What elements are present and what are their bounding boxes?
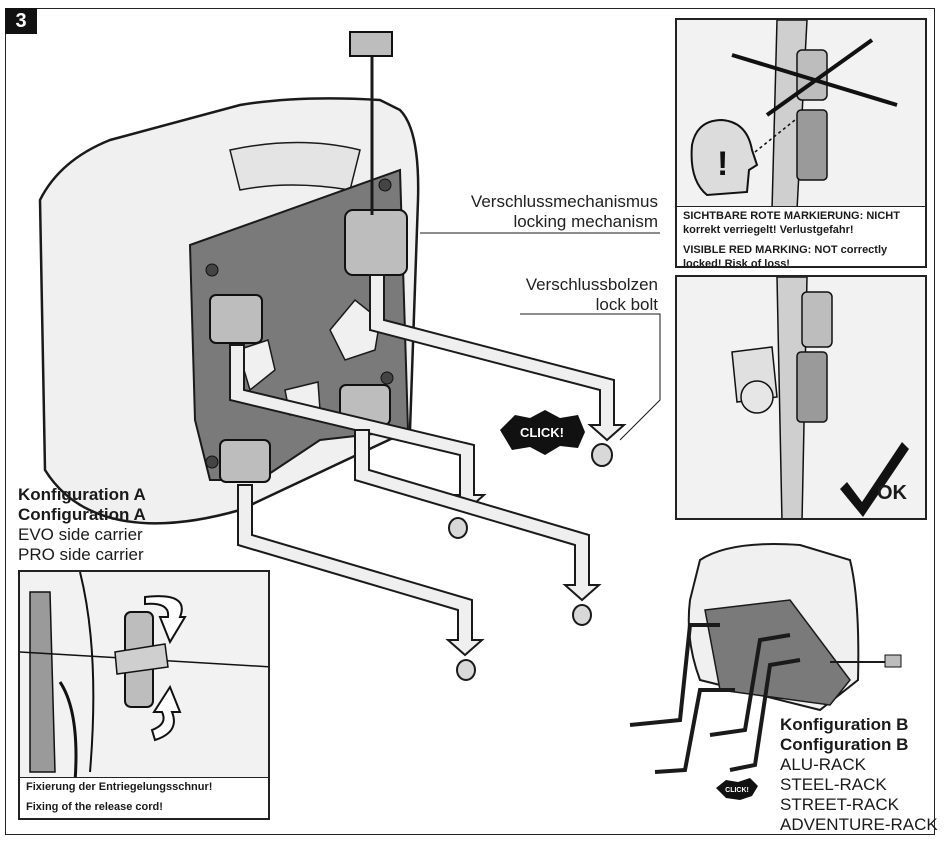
- config-b-block: Konfiguration B Configuration B ALU-RACK…: [780, 715, 938, 835]
- checkmark-icon: [840, 442, 909, 517]
- cord-panel: Fixierung der Entriegelungsschnur! Fixin…: [18, 570, 270, 820]
- lock-bolts: [448, 443, 613, 681]
- warning-text-en: VISIBLE RED MARKING: NOT correctly locke…: [683, 244, 888, 268]
- locking-label-de: Verschlussmechanismus: [470, 192, 658, 211]
- warning-illustration: !: [690, 20, 898, 211]
- config-a-title-de: Konfiguration A: [18, 485, 146, 504]
- curved-arrow-icon: [150, 684, 182, 742]
- warning-panel: ! SICHTBARE ROTE MARKIERUNG: NICHT korre…: [675, 18, 927, 268]
- click-burst: CLICK!: [500, 410, 585, 455]
- step-number: 3: [5, 8, 37, 34]
- release-cord: [349, 31, 393, 215]
- config-b-item: ADVENTURE-RACK: [780, 815, 938, 834]
- ok-label: OK: [877, 482, 907, 504]
- cross-line: [765, 38, 874, 117]
- diagram-frame: [5, 8, 935, 835]
- click-text-small: CLICK!: [725, 787, 749, 794]
- config-b-illustration: [629, 543, 902, 774]
- head-icon: [690, 118, 759, 197]
- cord-illustration: [20, 572, 268, 783]
- click-burst-small: CLICK!: [716, 778, 758, 800]
- locking-label: Verschlussmechanismus locking mechanism: [430, 192, 658, 232]
- config-a-item: PRO side carrier: [18, 545, 144, 564]
- config-b-item: STEEL-RACK: [780, 775, 887, 794]
- curved-arrow-icon: [144, 595, 187, 645]
- ok-illustration: [731, 277, 909, 518]
- bolt-label-de: Verschlussbolzen: [525, 275, 658, 294]
- mounting-arrows: [229, 274, 627, 657]
- config-a-item: EVO side carrier: [18, 525, 143, 544]
- bolt-label: Verschlussbolzen lock bolt: [470, 275, 658, 315]
- cord-caption: Fixierung der Entriegelungsschnur! Fixin…: [20, 777, 268, 818]
- config-a-title-en: Configuration A: [18, 505, 146, 524]
- cord-text-en: Fixing of the release cord!: [26, 801, 163, 813]
- ok-panel: OK: [675, 275, 927, 520]
- bolt-leader: [520, 313, 661, 441]
- cord-text-de: Fixierung der Entriegelungsschnur!: [26, 781, 213, 793]
- exclamation-icon: !: [717, 145, 728, 183]
- config-b-item: STREET-RACK: [780, 795, 900, 814]
- warning-text-de: SICHTBARE ROTE MARKIERUNG: NICHT korrekt…: [683, 210, 900, 236]
- click-text: CLICK!: [520, 425, 564, 440]
- locking-label-en: locking mechanism: [513, 212, 658, 231]
- warning-caption: SICHTBARE ROTE MARKIERUNG: NICHT korrekt…: [677, 206, 925, 268]
- bolt-label-en: lock bolt: [595, 295, 658, 314]
- config-b-title-de: Konfiguration B: [780, 715, 909, 734]
- config-a-block: Konfiguration A Configuration A EVO side…: [18, 485, 146, 565]
- config-b-item: ALU-RACK: [780, 755, 866, 774]
- config-b-title-en: Configuration B: [780, 735, 909, 754]
